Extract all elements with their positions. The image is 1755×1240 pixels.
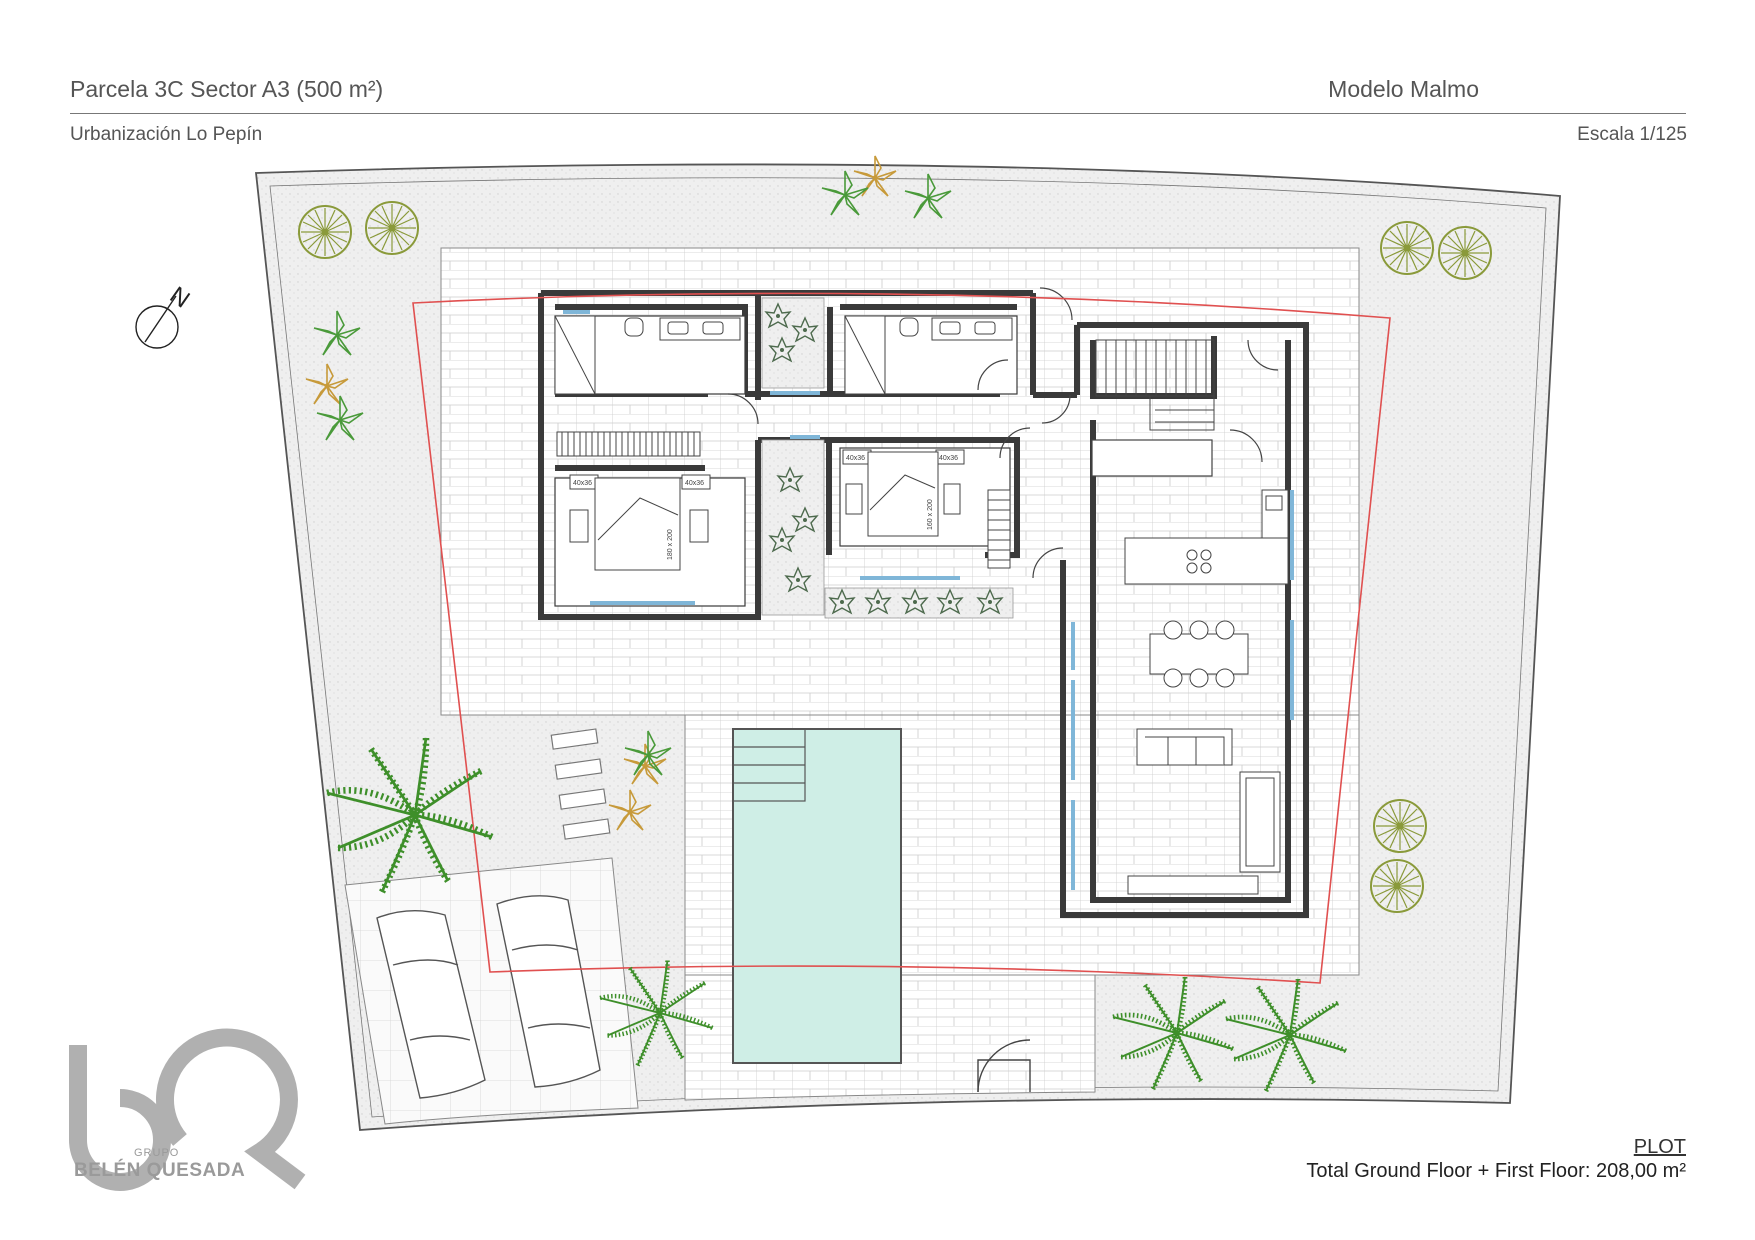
tv-unit [1127,875,1259,895]
swimming-pool [732,728,902,1064]
parking-area [344,857,639,1125]
north-arrow [135,295,179,349]
bedroom-2 [842,449,965,537]
dim-wardrobe-3: 40x36 [846,455,865,462]
pool-steps [732,728,806,802]
dining-table [1149,620,1249,688]
patio-planter-3 [824,587,1014,619]
dim-bed-2: 160 x 200 [927,499,934,530]
dim-bed-1: 180 x 200 [667,529,674,560]
car-2 [496,895,601,1088]
dim-wardrobe-1: 40x36 [573,480,592,487]
scale-label: Escala 1/125 [1577,124,1687,145]
header-rule [70,113,1686,114]
doors [727,287,1279,579]
dim-wardrobe-2: 40x36 [685,480,704,487]
logo-grupo-text: GRUPO [134,1147,180,1159]
bedroom-1 [569,474,711,571]
patio-planter-2 [761,439,825,616]
windows [563,310,1294,890]
patio-planter-1 [761,297,825,389]
model-name: Modelo Malmo [1328,76,1479,102]
kitchen [1124,489,1289,585]
bathroom-fixtures [554,315,1013,395]
car-1 [376,909,486,1099]
stepping-stones [550,728,611,840]
sofa [1136,728,1233,766]
plot-label: PLOT [1633,1136,1686,1158]
staircase [1095,339,1215,431]
plan-subtitle: Urbanización Lo Pepín [70,124,263,145]
wardrobes [556,431,1011,569]
front-gate [977,1039,1031,1093]
first-floor-outline [412,292,1391,984]
north-label: N [165,282,195,314]
company-logo-mark [69,1028,306,1191]
plan-title: Parcela 3C Sector A3 (500 m²) [70,76,384,102]
total-area-label: Total Ground Floor + First Floor: 208,00… [1306,1160,1686,1182]
armchair [1239,771,1281,873]
logo-company-name: BELÉN QUESADA [74,1160,246,1181]
dim-wardrobe-4: 40x36 [939,455,958,462]
